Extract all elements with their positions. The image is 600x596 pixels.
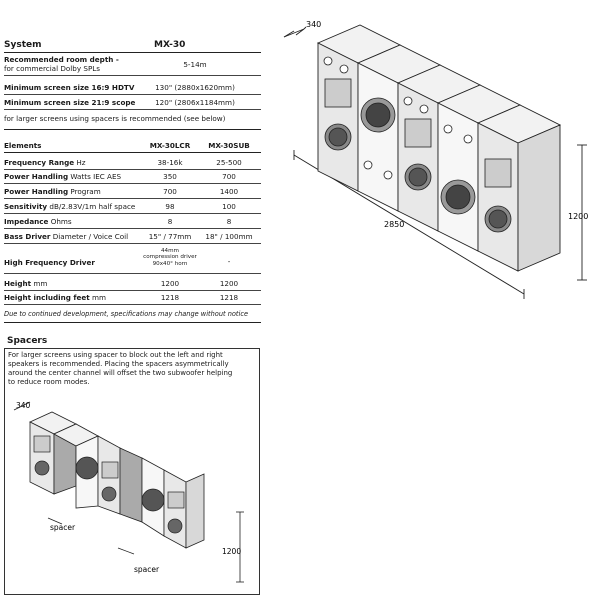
elements-row-label-bold: Sensitivity xyxy=(4,202,48,211)
spacer-label-right: spacer xyxy=(134,565,160,574)
rule xyxy=(4,129,261,130)
elements-col-sub: MX-30SUB xyxy=(208,141,250,150)
rule xyxy=(4,213,261,214)
rule xyxy=(4,152,261,153)
rule xyxy=(4,52,261,53)
elements-row-label: Power Handling Program xyxy=(4,187,101,196)
elements-row-label-bold: Height xyxy=(4,279,32,288)
rule xyxy=(4,228,261,229)
elements-row-label-light: mm xyxy=(31,279,48,288)
elements-row-label-light: Program xyxy=(68,187,101,196)
rule xyxy=(4,243,261,244)
elements-row-label: High Frequency Driver xyxy=(4,258,95,267)
system-row-value: 5-14m xyxy=(183,60,207,69)
rule xyxy=(4,304,261,305)
spacers-box-top xyxy=(4,348,259,349)
system-model: MX-30 xyxy=(154,40,186,50)
elements-row-v2: 1200 xyxy=(219,279,239,288)
elements-row-label-bold: Power Handling xyxy=(4,187,69,196)
rule xyxy=(4,94,261,95)
elements-row-label: Power Handling Watts IEC AES xyxy=(4,172,121,181)
elements-row-label-bold: Height including feet xyxy=(4,293,90,302)
system-row-value: 120" (2806x1184mm) xyxy=(155,98,235,107)
system-row-label: Recommended room depth - xyxy=(4,55,119,64)
system-row-value: 130" (2880x1620mm) xyxy=(155,83,235,92)
elements-row-v1: 1200 xyxy=(160,279,180,288)
elements-row-v1: 8 xyxy=(167,217,173,226)
elements-row-label-light: Watts IEC AES xyxy=(68,172,122,181)
elements-row-label: Height mm xyxy=(4,279,47,288)
rule xyxy=(4,183,261,184)
spacers-dim-depth: 340 xyxy=(16,401,31,410)
elements-row-label: Impedance Ohms xyxy=(4,217,72,226)
system-heading: System xyxy=(4,40,42,50)
spacers-dim-height: 1200 xyxy=(222,547,241,556)
elements-row-label-bold: Bass Driver xyxy=(4,232,51,241)
spacers-heading: Spacers xyxy=(7,336,48,346)
elements-row-label-light: dB/2.83V/1m half space xyxy=(47,202,136,211)
elements-row-label: Height including feet mm xyxy=(4,293,106,302)
main-speaker-drawing: 340 2850 1200 xyxy=(283,20,588,299)
main-dim-width: 2850 xyxy=(384,220,404,229)
elements-row-v2: 1218 xyxy=(219,293,239,302)
elements-row-label-bold: Power Handling xyxy=(4,172,69,181)
spacers-text: For larger screens using spacer to block… xyxy=(8,351,233,386)
elements-row-label: Frequency Range Hz xyxy=(4,158,86,167)
elements-row-label: Bass Driver Diameter / Voice Coil xyxy=(4,232,128,241)
rule xyxy=(4,169,261,170)
rule xyxy=(4,109,261,110)
system-row-label: Minimum screen size 21:9 scope xyxy=(4,98,136,107)
elements-row-v1: 350 xyxy=(163,172,177,181)
hf-driver-sub-value: - xyxy=(227,257,231,266)
rule xyxy=(4,198,261,199)
elements-row-v1: 98 xyxy=(165,202,175,211)
rule xyxy=(4,75,261,76)
elements-row-v2: 1400 xyxy=(219,187,239,196)
rule xyxy=(4,273,261,274)
elements-row-v1: 15" / 77mm xyxy=(148,232,192,241)
elements-row-label-light: mm xyxy=(89,293,106,302)
elements-row-label-bold: Impedance xyxy=(4,217,49,226)
rule xyxy=(4,322,261,323)
disclaimer: Due to continued development, specificat… xyxy=(4,310,249,318)
elements-row-v2: 100 xyxy=(222,202,236,211)
hf-driver-lcr-value: 44mm compression driver 90x40° horn xyxy=(143,248,197,267)
elements-row-label-bold: Frequency Range xyxy=(4,158,75,167)
elements-row-v2: 700 xyxy=(222,172,236,181)
main-dim-height: 1200 xyxy=(568,212,588,221)
spacers-drawing: 340 1200 spacer spacer xyxy=(13,401,244,583)
elements-row-label-light: Diameter / Voice Coil xyxy=(50,232,129,241)
elements-row-v2: 25-500 xyxy=(216,158,242,167)
spacers-box xyxy=(4,348,260,595)
main-dim-depth: 340 xyxy=(306,20,321,29)
elements-row-v1: 38-16k xyxy=(157,158,183,167)
elements-row-label-light: Hz xyxy=(74,158,86,167)
elements-col-lcr: MX-30LCR xyxy=(149,141,191,150)
spacer-label-left: spacer xyxy=(50,523,76,532)
elements-heading: Elements xyxy=(4,141,42,150)
system-row-label: Minimum screen size 16:9 HDTV xyxy=(4,83,135,92)
elements-row-v2: 8 xyxy=(226,217,232,226)
elements-row-v1: 1218 xyxy=(160,293,180,302)
rule xyxy=(4,290,261,291)
system-note: for larger screens using spacers is reco… xyxy=(4,114,226,123)
elements-row-v1: 700 xyxy=(163,187,177,196)
elements-row-label-light: Ohms xyxy=(48,217,72,226)
system-row-sublabel: for commercial Dolby SPLs xyxy=(4,64,101,73)
elements-row-label: Sensitivity dB/2.83V/1m half space xyxy=(4,202,135,211)
elements-row-v2: 18" / 100mm xyxy=(205,232,253,241)
